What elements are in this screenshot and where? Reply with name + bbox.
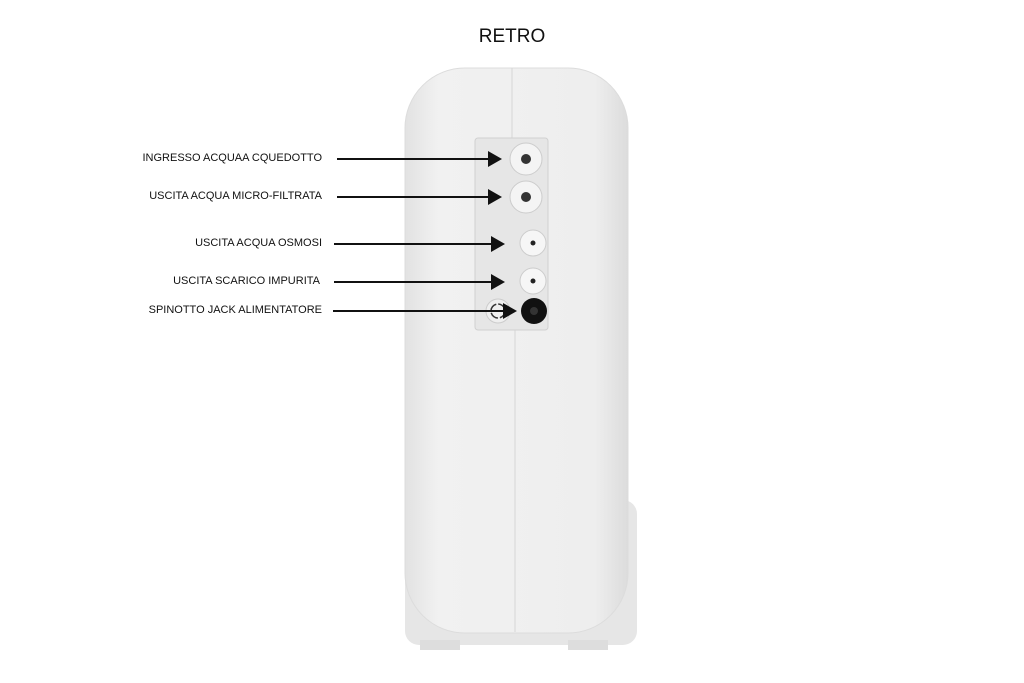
label-micro-filtrata: USCITA ACQUA MICRO-FILTRATA [149, 190, 322, 202]
diagram-title: RETRO [478, 26, 546, 47]
device-body [404, 67, 629, 634]
connector-3 [519, 229, 547, 257]
connector-2 [509, 180, 543, 214]
connector-1 [509, 142, 543, 176]
connector-4 [519, 267, 547, 295]
label-scarico: USCITA SCARICO IMPURITA [173, 275, 320, 287]
label-osmosi: USCITA ACQUA OSMOSI [195, 237, 322, 249]
power-jack [521, 298, 547, 324]
label-ingresso: INGRESSO ACQUAA CQUEDOTTO [142, 152, 323, 164]
label-jack: SPINOTTO JACK ALIMENTATORE [148, 304, 322, 316]
